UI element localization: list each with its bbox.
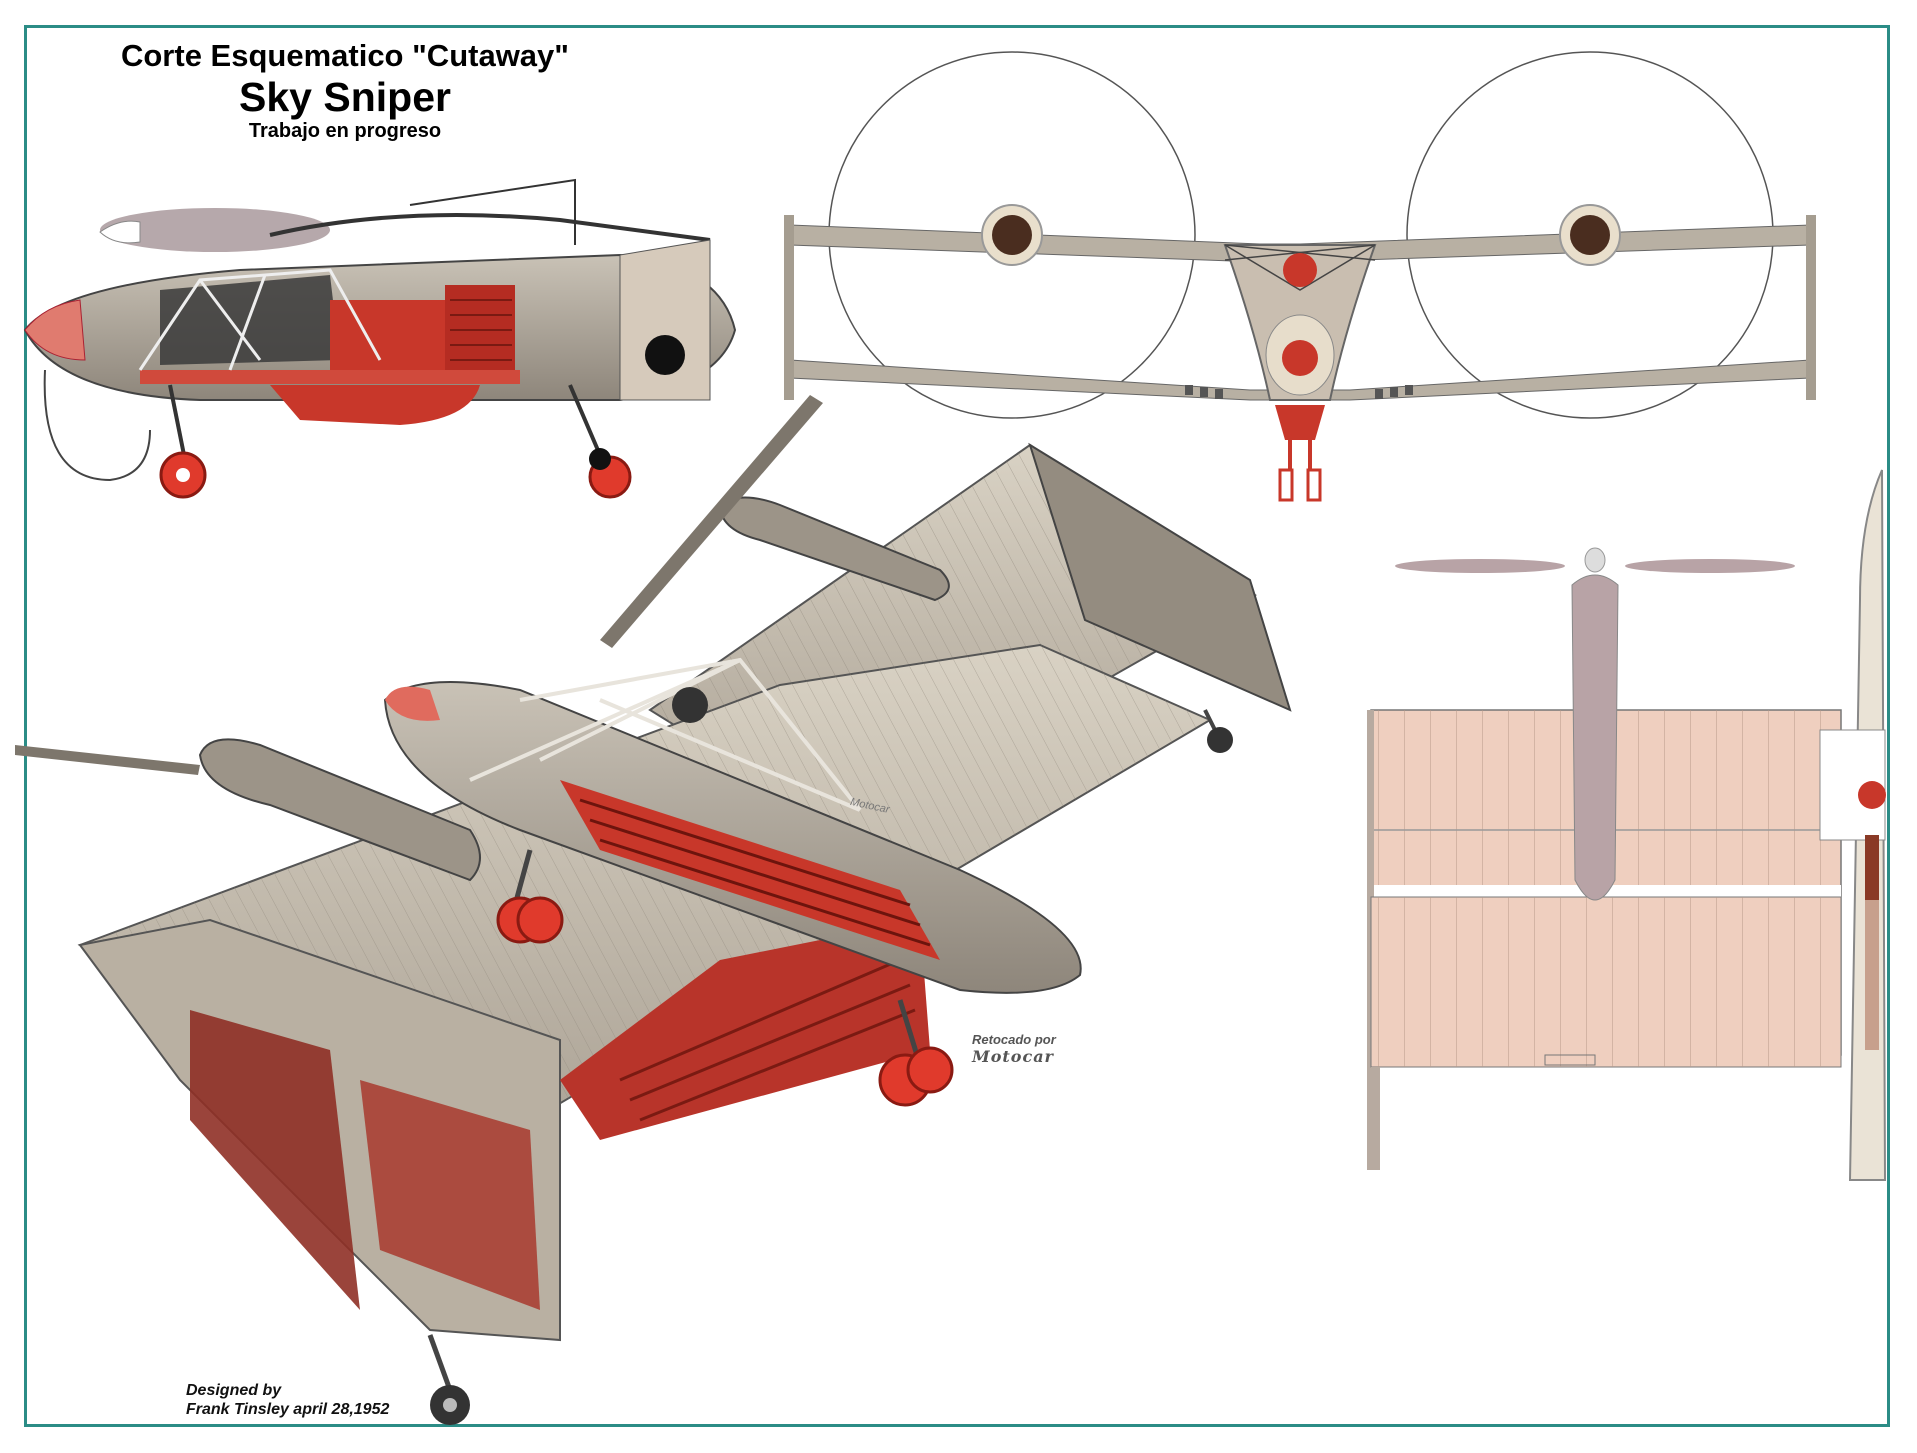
- credit-line-1: Designed by: [186, 1382, 282, 1399]
- top-view: [1367, 469, 1887, 1181]
- isometric-cutaway: [15, 395, 1292, 1425]
- designer-credit: Designed by Frank Tinsley april 28,1952: [186, 1381, 389, 1419]
- credit-line-2: Frank Tinsley april 28,1952: [186, 1401, 390, 1418]
- title-line-2: Sky Sniper: [239, 74, 451, 120]
- title-line-3: Trabajo en progreso: [248, 120, 442, 142]
- front-view: [784, 51, 1816, 502]
- title-line-1: Corte Esquematico "Cutaway": [120, 38, 569, 73]
- retouch-line-2: Motocar: [972, 1047, 1054, 1066]
- landing-gear: [427, 709, 1233, 1425]
- retouch-credit: Retocado por Motocar: [972, 1032, 1056, 1066]
- border-frame: [24, 25, 1890, 1427]
- side-view: [23, 178, 737, 499]
- retouch-line-1: Retocado por: [972, 1032, 1056, 1047]
